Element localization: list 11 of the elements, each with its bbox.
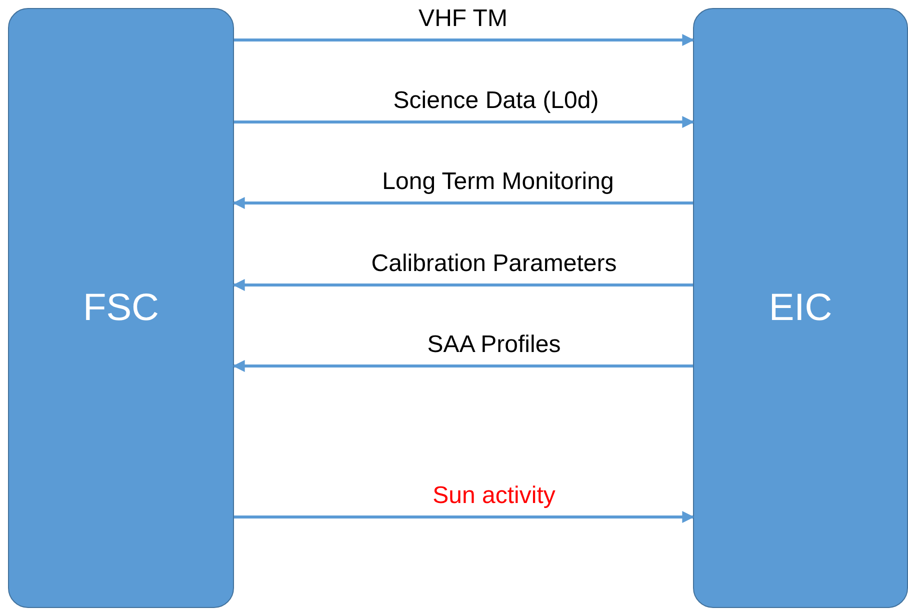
arrow <box>232 360 693 372</box>
arrow <box>232 279 693 291</box>
arrow <box>234 116 694 128</box>
process-box <box>8 8 234 608</box>
process-box <box>693 8 908 608</box>
box-label: EIC <box>768 286 832 330</box>
arrow <box>234 34 694 46</box>
edge-label: Sun activity <box>430 483 558 510</box>
box-label: FSC <box>83 286 159 330</box>
arrow <box>232 197 693 209</box>
arrow <box>234 511 694 523</box>
